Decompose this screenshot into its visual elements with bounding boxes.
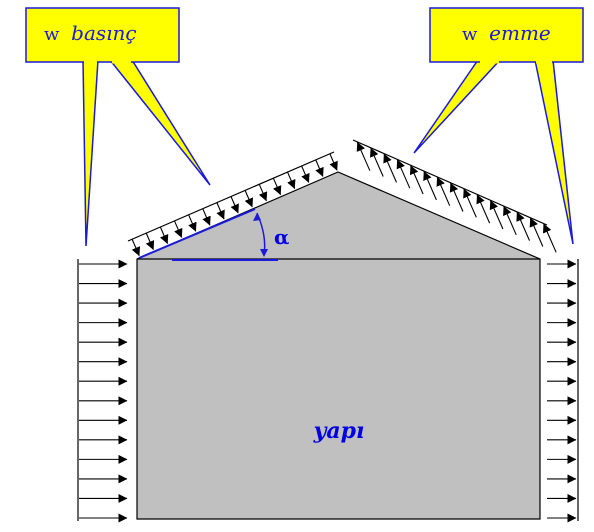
left-roof-arrow [258,184,268,202]
left-roof-pressure-arrows [131,153,338,257]
left-roof-arrow [216,202,225,220]
left-roof-arrow [329,153,338,171]
right-roof-arrow [542,223,557,253]
left-roof-arrow [145,232,155,251]
right-roof-suction-arrows [356,141,557,253]
left-roof-load-line [127,151,335,242]
left-roof-arrow [230,196,239,214]
pressure-label: w basınç [44,21,137,45]
left-roof-arrow [272,177,282,196]
right-roof-arrow [356,141,371,171]
angle-arc-head-bottom [260,249,268,257]
right-roof-arrow [449,182,464,212]
structure-label: yapı [313,418,365,444]
right-roof-arrow [383,153,397,183]
right-roof-arrow [409,165,424,195]
pressure-callout-pointer-roof [108,59,211,186]
right-roof-arrow [370,147,384,177]
suction-callout-pointer-wall [534,59,574,245]
left-roof-arrow [202,208,211,226]
suction-label: w emme [462,21,551,45]
suction-callout-box [429,7,584,63]
left-roof-arrow [244,190,254,208]
left-roof-arrow [173,220,183,238]
pressure-callout-pointer [82,59,99,247]
building-section [136,171,541,520]
left-roof-arrow [315,159,324,177]
angle-arc-head-top [253,213,261,221]
right-roof-arrow [503,206,517,236]
pressure-label-word: basınç [71,21,136,45]
pressure-label-prefix: w [44,24,60,45]
left-roof-arrow [301,165,310,183]
left-roof-arrow [188,214,197,232]
right-roof-load-line [352,139,548,226]
right-roof-arrow [463,188,477,218]
right-roof-arrow [489,200,504,230]
right-roof-arrow [396,159,411,189]
right-wall-suction-arrows [547,259,577,523]
suction-label-word: emme [489,21,551,45]
right-roof-arrow [476,194,491,224]
right-roof-arrow [516,211,531,241]
suction-label-prefix: w [462,24,478,45]
right-roof-arrow [436,176,451,206]
right-roof-arrow [423,171,437,201]
left-roof-arrow [131,239,141,257]
angle-label: α [274,225,289,249]
left-wall-pressure-arrows [79,259,128,523]
suction-callout-pointer-roof [413,59,502,154]
right-roof-arrow [529,217,544,247]
left-roof-arrow [286,171,296,190]
pressure-callout-box [25,7,180,63]
roof-slope-highlight [138,208,256,259]
left-roof-arrow [159,226,169,244]
